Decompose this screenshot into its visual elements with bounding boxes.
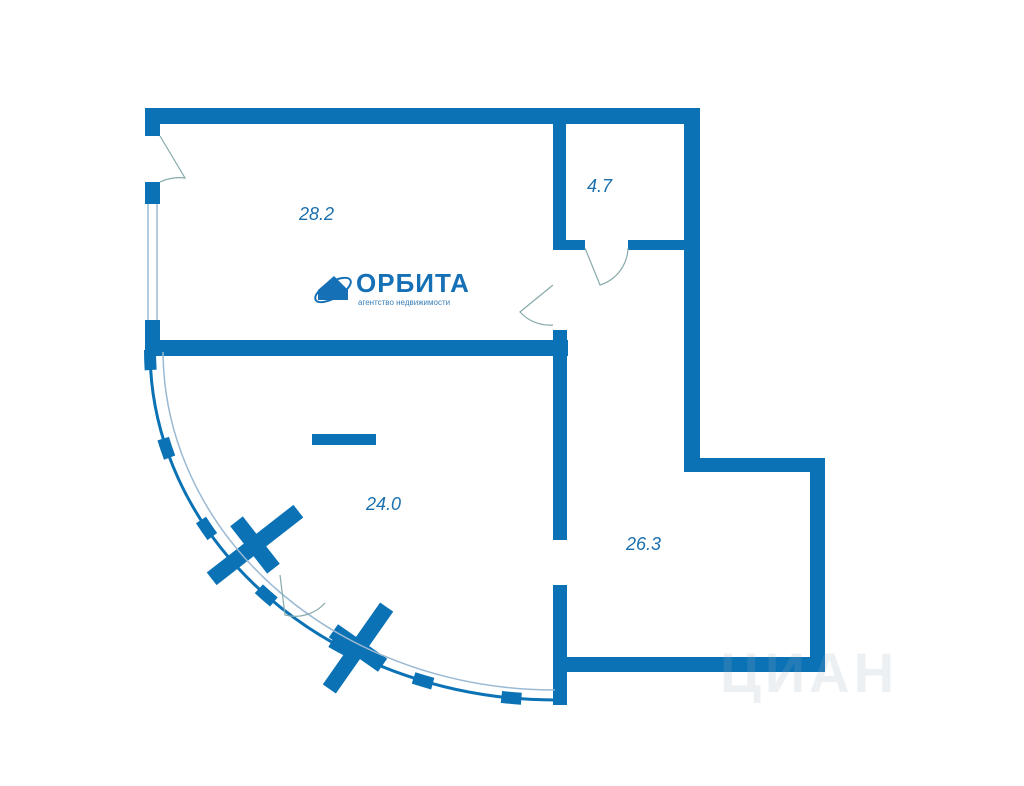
watermark: ЦИАН <box>720 641 899 704</box>
doors <box>159 135 629 617</box>
logo-subtitle: агентство недвижимости <box>358 298 451 307</box>
room-area-label: 28.2 <box>299 204 335 224</box>
room-area-label: 26.3 <box>626 534 662 554</box>
curved-window <box>144 349 556 706</box>
windows <box>147 204 158 320</box>
logo-title: ОРБИТА <box>356 268 470 298</box>
room-area-label: 4.7 <box>587 176 613 196</box>
walls <box>145 108 825 705</box>
room-area-label: 24.0 <box>366 494 402 514</box>
orbita-logo-icon <box>314 276 352 304</box>
